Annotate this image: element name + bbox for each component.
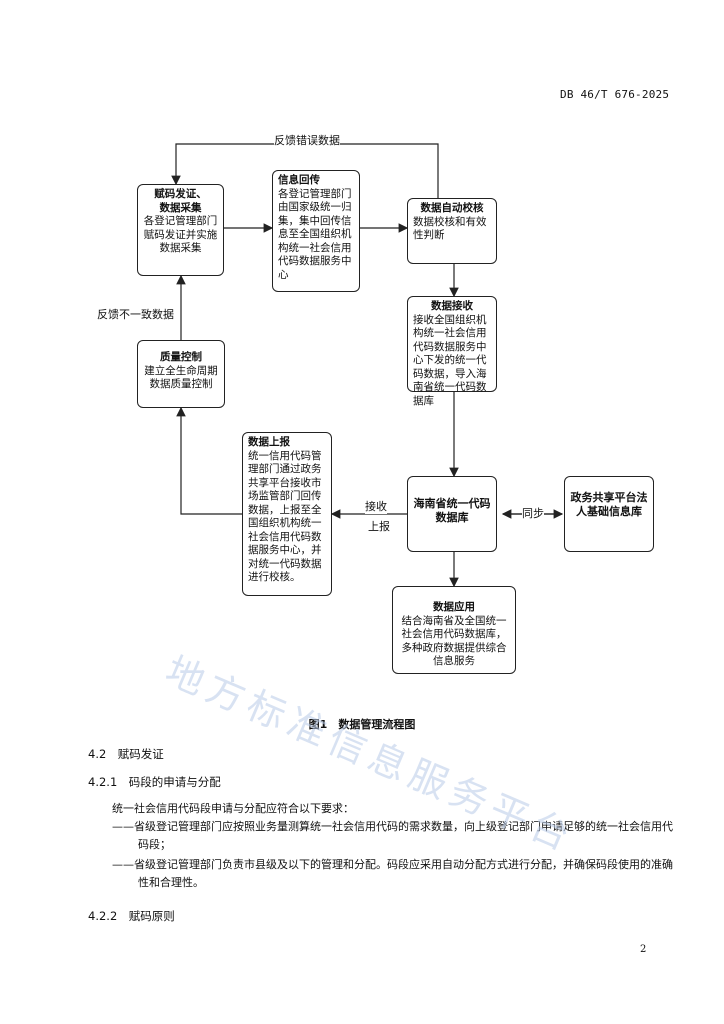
box-assign: 赋码发证、 数据采集 各登记管理部门赋码发证并实施数据采集 bbox=[137, 184, 224, 276]
flow-connectors bbox=[171, 143, 564, 588]
list-item: ——省级登记管理部门应按照业务量测算统一社会信用代码的需求数量，向上级登记部门申… bbox=[112, 820, 673, 851]
box-app-body: 结合海南省及全国统一社会信用代码数据库，多种政府数据提供综合信息服务 bbox=[401, 614, 507, 668]
box-hainan-db-title: 海南省统一代码数据库 bbox=[413, 497, 491, 524]
list-item: ——省级登记管理部门负责市县级及以下的管理和分配。码段应采用自动分配方式进行分配… bbox=[112, 858, 673, 889]
report-label: 上报 bbox=[368, 518, 390, 534]
box-app-title: 数据应用 bbox=[433, 601, 475, 613]
intro-paragraph: 统一社会信用代码段申请与分配应符合以下要求： bbox=[112, 802, 354, 815]
box-info-body: 各登记管理部门由国家级统一归集，集中回传信息至全国组织机构统一社会信用代码数据服… bbox=[278, 187, 352, 281]
box-check-body: 数据校核和有效性判断 bbox=[413, 215, 487, 242]
box-quality-title: 质量控制 bbox=[160, 351, 202, 363]
box-app: 数据应用 结合海南省及全国统一社会信用代码数据库，多种政府数据提供综合信息服务 bbox=[392, 586, 516, 674]
box-assign-title: 赋码发证、 数据采集 bbox=[154, 188, 207, 214]
box-check: 数据自动校核 数据校核和有效性判断 bbox=[407, 198, 497, 264]
box-assign-body: 各登记管理部门赋码发证并实施数据采集 bbox=[143, 215, 218, 254]
box-receive-title: 数据接收 bbox=[431, 300, 473, 312]
box-report-title: 数据上报 bbox=[248, 436, 290, 448]
page-number: 2 bbox=[640, 944, 647, 955]
receive-label: 接收 bbox=[365, 498, 387, 514]
document-code: DB 46/T 676-2025 bbox=[560, 88, 670, 101]
box-receive: 数据接收 接收全国组织机构统一社会信用代码数据服务中心下发的统一代码数据，导入海… bbox=[407, 296, 497, 407]
box-gov-platform-title: 政务共享平台法人基础信息库 bbox=[570, 491, 648, 518]
box-report-body: 统一信用代码管理部门通过政务共享平台接收市场监管部门回传数据，上报至全国组织机构… bbox=[248, 449, 322, 584]
box-quality-body: 建立全生命周期数据质量控制 bbox=[144, 364, 218, 391]
box-info-title: 信息回传 bbox=[278, 174, 320, 186]
sync-label: 同步 bbox=[522, 505, 544, 521]
figure-caption: 图1 数据管理流程图 bbox=[308, 718, 416, 731]
box-hainan-db: 海南省统一代码数据库 bbox=[407, 476, 497, 552]
feedback-mismatch-label: 反馈不一致数据 bbox=[97, 306, 174, 322]
section-heading-4-2-2: 4.2.2 赋码原则 bbox=[88, 909, 175, 923]
feedback-error-label: 反馈错误数据 bbox=[274, 132, 340, 148]
section-heading-4-2: 4.2 赋码发证 bbox=[88, 747, 164, 761]
box-gov-platform: 政务共享平台法人基础信息库 bbox=[564, 476, 654, 552]
section-heading-4-2-1: 4.2.1 码段的申请与分配 bbox=[88, 775, 221, 789]
box-report: 数据上报 统一信用代码管理部门通过政务共享平台接收市场监管部门回传数据，上报至全… bbox=[242, 432, 332, 596]
box-info: 信息回传 各登记管理部门由国家级统一归集，集中回传信息至全国组织机构统一社会信用… bbox=[272, 170, 360, 292]
box-receive-body: 接收全国组织机构统一社会信用代码数据服务中心下发的统一代码数据，导入海南省统一代… bbox=[413, 313, 487, 407]
box-check-title: 数据自动校核 bbox=[420, 202, 484, 214]
box-quality: 质量控制 建立全生命周期数据质量控制 bbox=[137, 340, 225, 408]
